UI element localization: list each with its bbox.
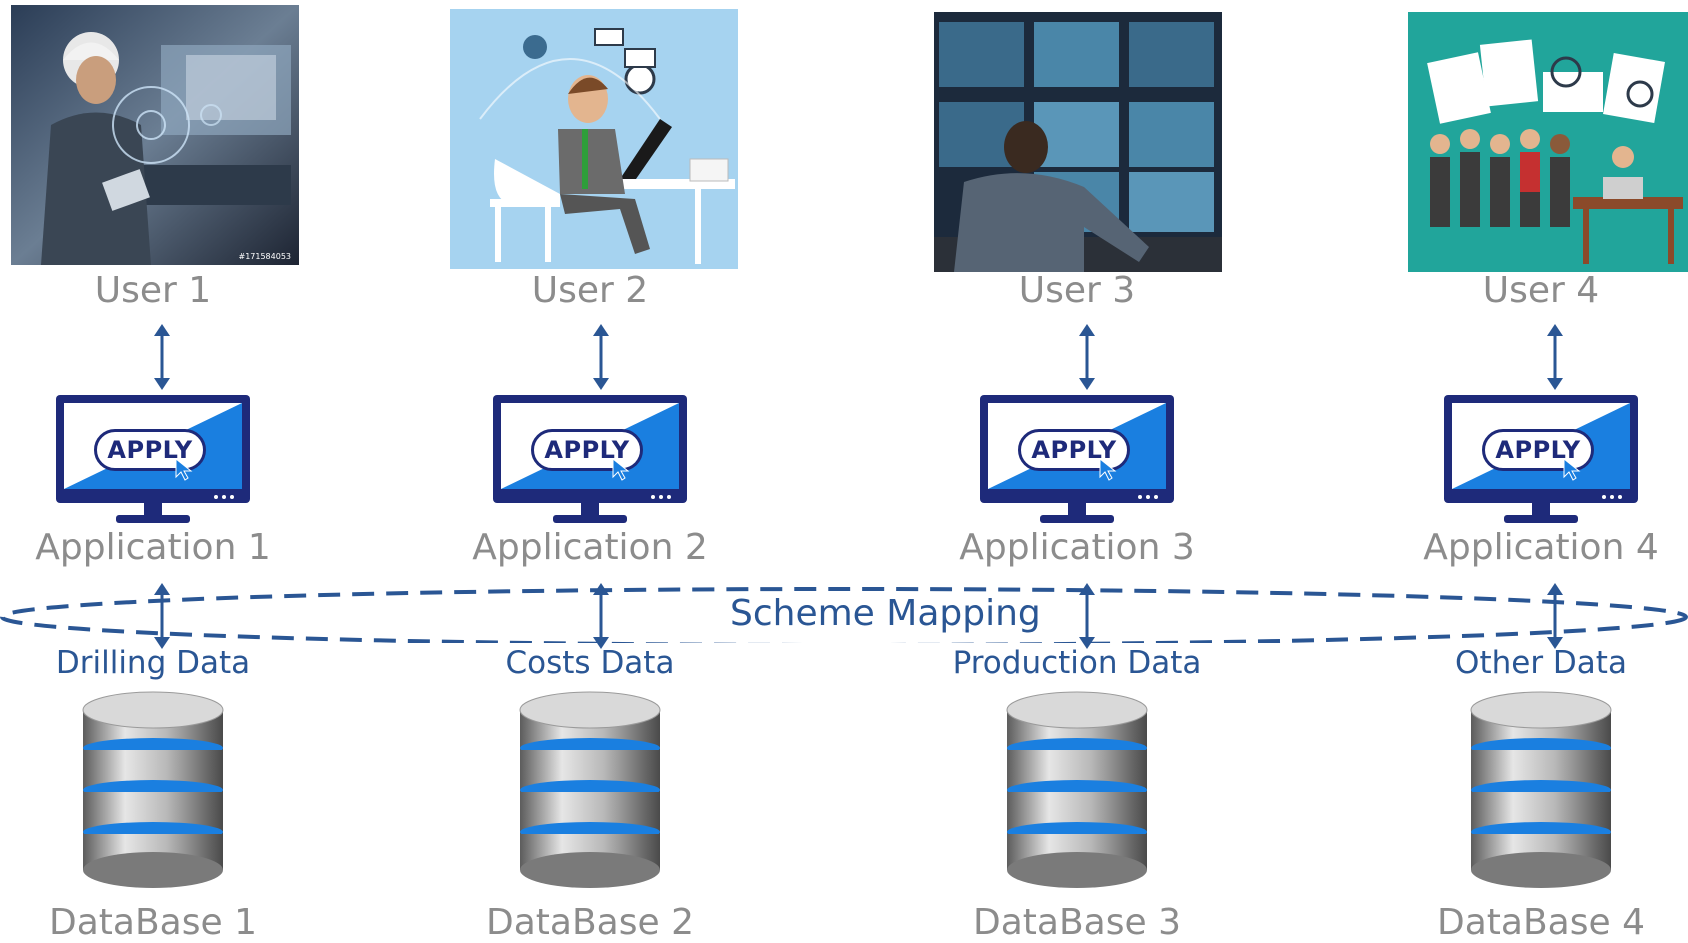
photo-caption: #171584053: [238, 252, 291, 261]
cursor-icon: [612, 457, 630, 481]
data-4-label: Other Data: [1455, 645, 1627, 681]
scheme-mapping-ellipse: [0, 587, 1688, 643]
user-3-app-arrow: [1079, 324, 1095, 390]
apply-button[interactable]: APPLY: [1018, 429, 1130, 471]
data-3-label: Production Data: [952, 645, 1202, 681]
user-4-app-arrow: [1547, 324, 1563, 390]
data-2-label: Costs Data: [505, 645, 675, 681]
user-2-label: User 2: [531, 270, 649, 311]
column-4: User 4 APPLY Application 4 Other Data: [1396, 0, 1688, 943]
column-3: User 3 APPLY Application 3 Production Da…: [932, 0, 1222, 943]
database-3: [1002, 690, 1152, 894]
scheme-mapping-label: Scheme Mapping: [730, 593, 1041, 634]
engineer-photo-icon: #171584053: [11, 5, 299, 265]
application-3-monitor[interactable]: APPLY: [980, 395, 1174, 529]
app-3-data-arrow: [1079, 583, 1095, 649]
database-icon: [1470, 691, 1612, 888]
user-2-app-arrow: [593, 324, 609, 390]
app-2-data-arrow: [593, 583, 609, 649]
cursor-icon: [175, 457, 193, 481]
app-4-data-arrow: [1547, 583, 1563, 649]
database-icon: [519, 691, 661, 888]
user-4-photo: [1408, 12, 1688, 272]
database-icon: [82, 691, 224, 888]
database-1-label: DataBase 1: [49, 902, 257, 943]
database-3-label: DataBase 3: [973, 902, 1181, 943]
apply-button[interactable]: APPLY: [1482, 429, 1594, 471]
database-1: [78, 690, 228, 894]
column-1: #171584053 User 1 APPLY Application 1 Dr…: [8, 0, 299, 943]
user-3-photo: [934, 12, 1222, 272]
cursor-icon: [1099, 457, 1117, 481]
user-1-app-arrow: [154, 324, 170, 390]
database-2-label: DataBase 2: [486, 902, 694, 943]
control-room-photo-icon: [934, 12, 1222, 272]
user-2-photo: [450, 9, 738, 269]
application-1-monitor[interactable]: APPLY: [56, 395, 250, 529]
application-4-label: Application 4: [1423, 527, 1659, 568]
laptop-worker-illustration-icon: [450, 9, 738, 269]
user-1-photo: #171584053: [11, 5, 299, 265]
team-recruiting-illustration-icon: [1408, 12, 1688, 272]
column-2: User 2 APPLY Application 2 Costs Data: [445, 0, 738, 943]
application-3-label: Application 3: [959, 527, 1195, 568]
apply-button[interactable]: APPLY: [531, 429, 643, 471]
user-3-label: User 3: [1018, 270, 1136, 311]
application-2-monitor[interactable]: APPLY: [493, 395, 687, 529]
application-2-label: Application 2: [472, 527, 708, 568]
app-1-data-arrow: [154, 583, 170, 649]
user-1-label: User 1: [94, 270, 212, 311]
data-1-label: Drilling Data: [55, 645, 251, 681]
database-icon: [1006, 691, 1148, 888]
application-1-label: Application 1: [35, 527, 271, 568]
application-4-monitor[interactable]: APPLY: [1444, 395, 1638, 529]
database-4-label: DataBase 4: [1437, 902, 1645, 943]
cursor-icon: [1563, 457, 1581, 481]
database-2: [515, 690, 665, 894]
database-4: [1466, 690, 1616, 894]
user-4-label: User 4: [1482, 270, 1600, 311]
apply-button[interactable]: APPLY: [94, 429, 206, 471]
